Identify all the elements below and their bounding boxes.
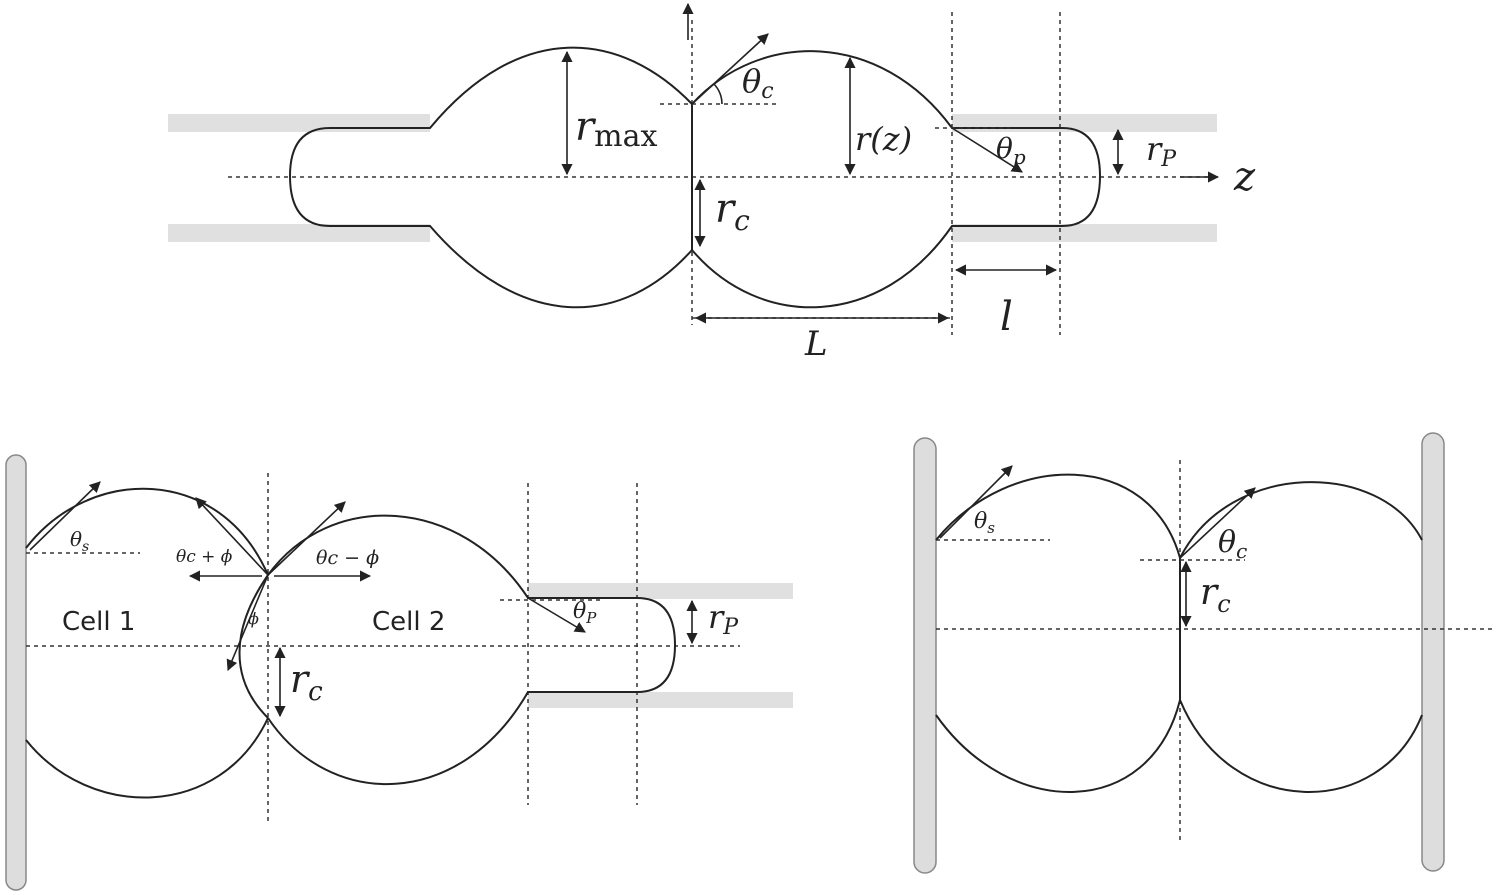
bl-r-c-label: rc (290, 657, 323, 707)
br-r-c-label: rc (1200, 572, 1231, 618)
top-theta-c-label: θc (742, 62, 774, 104)
bl-pipe-upper (528, 583, 793, 599)
bl-theta-p-label: θP (573, 599, 597, 627)
bl-curved-interface (238, 574, 269, 719)
top-r-c-label: rc (715, 186, 750, 237)
br-right-wall (1421, 432, 1445, 872)
bl-right-tangent-arrow (267, 501, 346, 576)
top-z-axis-label: z (1233, 154, 1256, 200)
bl-cell1-label: Cell 1 (62, 607, 135, 637)
br-left-wall (913, 437, 937, 874)
bottom-right-panel: θs θc rc (913, 432, 1495, 874)
top-L-label: L (804, 324, 828, 364)
top-pipe-left-upper (168, 114, 430, 132)
bl-theta-s-label: θs (70, 527, 89, 555)
br-theta-s-tangent-arrow (939, 465, 1013, 539)
bl-theta-c-plus-phi-label: θc + ϕ (176, 547, 233, 567)
bottom-left-panel: Cell 1 Cell 2 θs θc + ϕ θc − ϕ ϕ θP rP r… (5, 454, 793, 891)
br-theta-c-label: θc (1218, 525, 1247, 563)
bl-theta-s-tangent-arrow (29, 481, 101, 551)
top-l-label: l (1000, 294, 1013, 340)
br-theta-s-label: θs (974, 509, 995, 537)
bl-left-tangent-arrow (195, 497, 269, 576)
br-theta-c-tangent-arrow (1179, 487, 1256, 559)
top-theta-p-label: θp (996, 132, 1026, 169)
top-pipe-left-lower (168, 224, 430, 242)
bl-r-p-label: rP (708, 598, 739, 640)
bl-cell1-outline (25, 487, 269, 799)
bl-cell2-outline (267, 514, 677, 785)
top-theta-c-tangent-arrow (691, 33, 769, 105)
top-r-p-label: rP (1146, 130, 1177, 172)
bl-cell2-label: Cell 2 (372, 607, 445, 637)
top-pipe-right-lower (952, 224, 1217, 242)
top-r-z-label: r(z) (855, 120, 912, 158)
top-theta-p-tangent-arrow (951, 127, 1023, 173)
bl-left-wall (5, 454, 27, 891)
bl-theta-p-tangent-arrow (527, 597, 586, 633)
bl-pipe-lower (528, 692, 793, 708)
top-pipe-right-upper (952, 114, 1217, 132)
top-theta-c-arc (713, 83, 723, 105)
bl-theta-c-minus-phi-label: θc − ϕ (316, 547, 379, 569)
top-r-max-label: rmax (575, 104, 657, 154)
bl-phi-arrow (226, 574, 269, 672)
top-panel: rmax θc r(z) θp rP z rc L l (168, 2, 1256, 364)
bl-phi-label: ϕ (248, 609, 259, 628)
